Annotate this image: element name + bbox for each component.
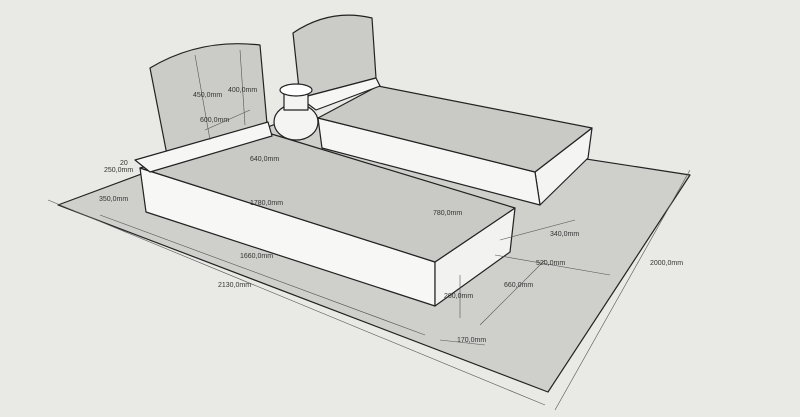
dimension-lines — [47, 49, 691, 411]
dim-front-slab-width: 640,0mm — [250, 156, 279, 163]
dim-headstone-height: 450,0mm — [193, 92, 222, 99]
dim-small-offset: 20 — [120, 160, 128, 167]
dim-plinth-height: 170,0mm — [457, 337, 486, 344]
dim-border-left: 350,0mm — [99, 196, 128, 203]
dim-gap-520: 520,0mm — [536, 260, 565, 267]
dim-bed-width: 780,0mm — [433, 210, 462, 217]
dim-bed-length: 1780,0mm — [250, 200, 283, 207]
dim-bed-height: 200,0mm — [444, 293, 473, 300]
dim-gap-660: 660,0mm — [504, 282, 533, 289]
dim-base-length: 2130,0mm — [218, 282, 251, 289]
dim-base-width: 2000,0mm — [650, 260, 683, 267]
dim-gap-340: 340,0mm — [550, 231, 579, 238]
dim-headstone-side: 400,0mm — [228, 87, 257, 94]
front-headstone-ledge — [134, 121, 273, 173]
back-headstone-ledge — [299, 77, 381, 111]
back-bed-top — [317, 85, 593, 173]
dim-inner-length: 1660,0mm — [240, 253, 273, 260]
back-headstone — [292, 14, 377, 99]
vase-rim — [279, 83, 313, 97]
dim-headstone-width: 600,0mm — [200, 117, 229, 124]
dim-ledge-depth: 250,0mm — [104, 167, 133, 174]
